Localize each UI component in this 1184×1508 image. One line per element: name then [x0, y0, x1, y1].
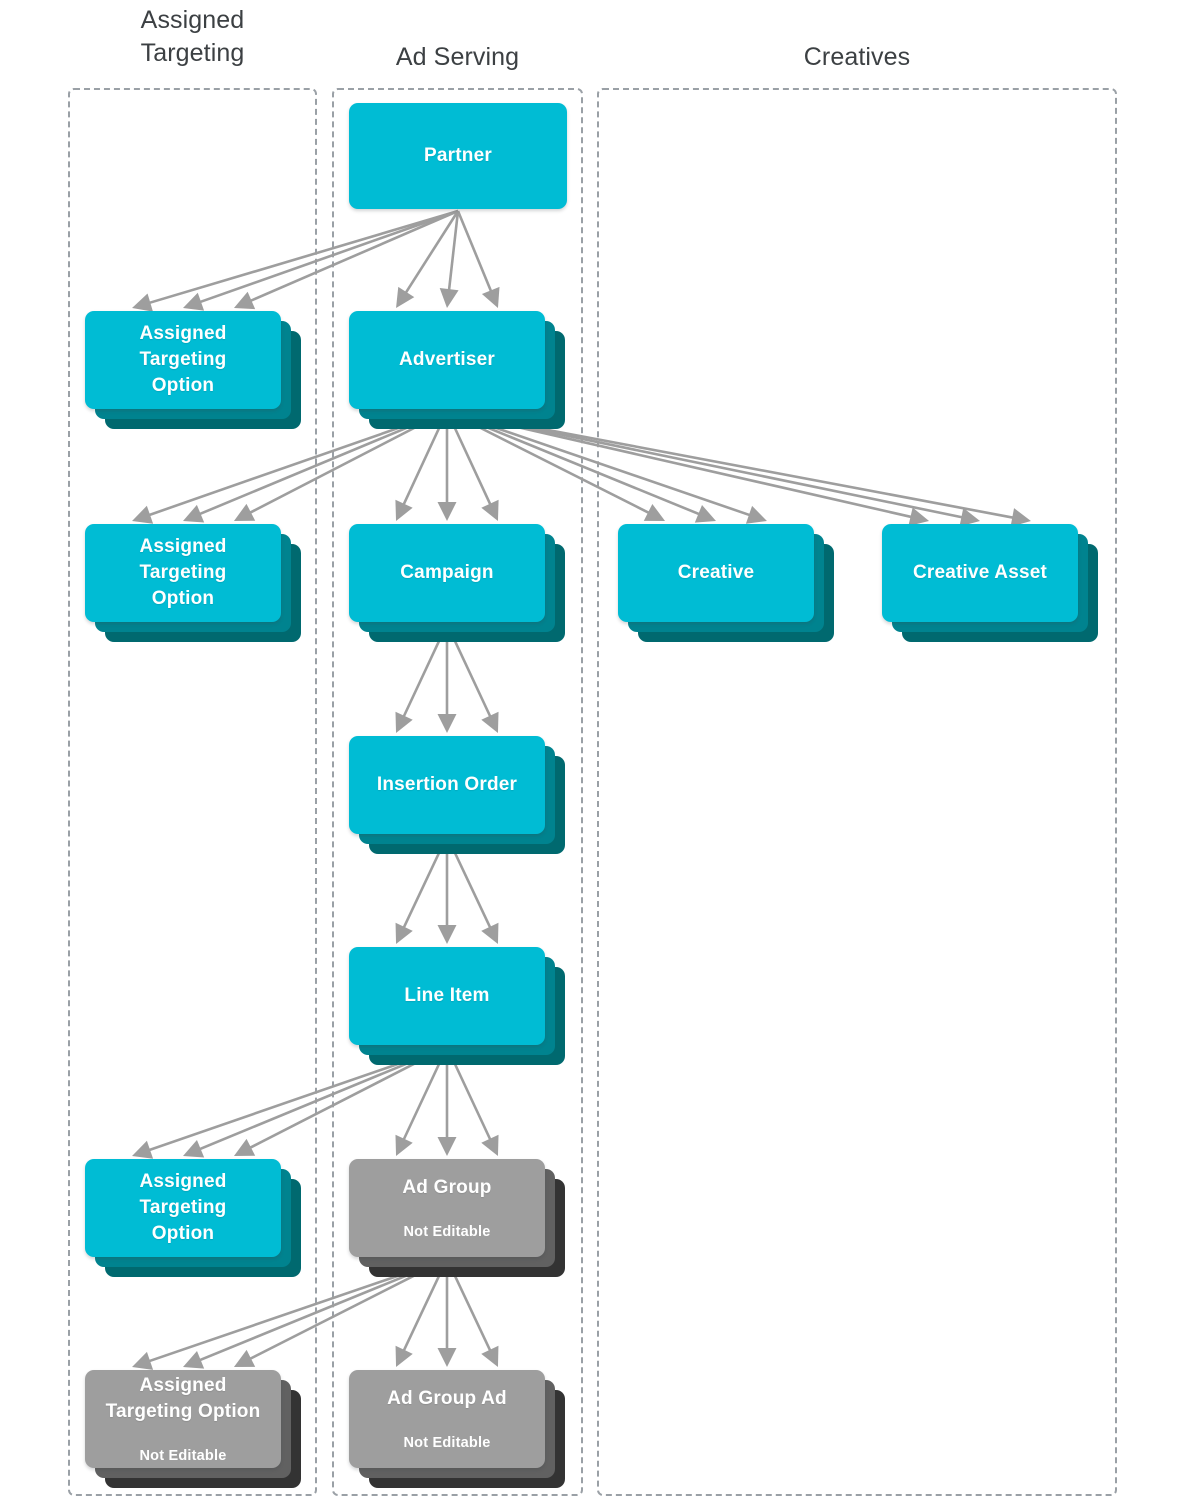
node-not-editable-badge: Not Editable [139, 1448, 227, 1464]
node-advertiser[interactable]: Advertiser [349, 311, 565, 429]
node-face[interactable]: Campaign [349, 524, 545, 622]
column-header-line-1: Assigned [140, 6, 245, 34]
swimlane-assigned-targeting [68, 88, 317, 1496]
node-label-line: Assigned [139, 1171, 227, 1192]
node-not-editable-badge: Not Editable [403, 1435, 491, 1451]
node-label: Line Item [404, 985, 490, 1006]
node-face[interactable]: Line Item [349, 947, 545, 1045]
node-label: Partner [424, 145, 492, 166]
column-header-line-1: Creatives [803, 43, 911, 71]
node-face[interactable]: Creative [618, 524, 814, 622]
node-label-line: Targeting [139, 349, 227, 370]
node-insertion-order[interactable]: Insertion Order [349, 736, 565, 854]
node-face[interactable]: Advertiser [349, 311, 545, 409]
node-label-line: Assigned [139, 536, 227, 557]
node-label: Creative [677, 562, 755, 583]
node-not-editable-badge: Not Editable [403, 1224, 491, 1240]
node-ad-group-ad[interactable]: Ad Group Ad Not Editable [349, 1370, 565, 1488]
node-label: Advertiser [399, 349, 495, 370]
node-creative-asset[interactable]: Creative Asset [882, 524, 1098, 642]
node-label-line: Targeting Option [105, 1401, 261, 1422]
node-face[interactable]: Creative Asset [882, 524, 1078, 622]
node-label: Campaign [400, 562, 494, 583]
column-header-ad-serving: Ad Serving [332, 41, 583, 74]
node-label: Ad Group [402, 1177, 492, 1198]
node-face[interactable]: Insertion Order [349, 736, 545, 834]
node-label: Ad Group Ad [387, 1388, 507, 1409]
node-line-item[interactable]: Line Item [349, 947, 565, 1065]
node-label: Insertion Order [376, 774, 518, 795]
column-header-line-1: Ad Serving [395, 43, 520, 71]
node-label-line: Option [151, 1223, 215, 1244]
node-face[interactable]: Ad Group Ad Not Editable [349, 1370, 545, 1468]
node-label: Creative Asset [912, 562, 1048, 583]
node-label-line: Targeting [139, 562, 227, 583]
node-campaign[interactable]: Campaign [349, 524, 565, 642]
swimlane-ad-serving [332, 88, 583, 1496]
node-partner[interactable]: Partner [349, 103, 567, 209]
node-label-line: Option [151, 588, 215, 609]
column-header-creatives: Creatives [597, 41, 1117, 74]
node-face[interactable]: Partner [349, 103, 567, 209]
node-label-line: Assigned [139, 323, 227, 344]
node-label-line: Option [151, 375, 215, 396]
column-header-assigned-targeting: Assigned Targeting [68, 4, 317, 70]
node-label-line: Targeting [139, 1197, 227, 1218]
swimlane-creatives [597, 88, 1117, 1496]
node-creative[interactable]: Creative [618, 524, 834, 642]
column-header-line-2: Targeting [140, 39, 245, 67]
node-label-line: Assigned [139, 1375, 227, 1396]
